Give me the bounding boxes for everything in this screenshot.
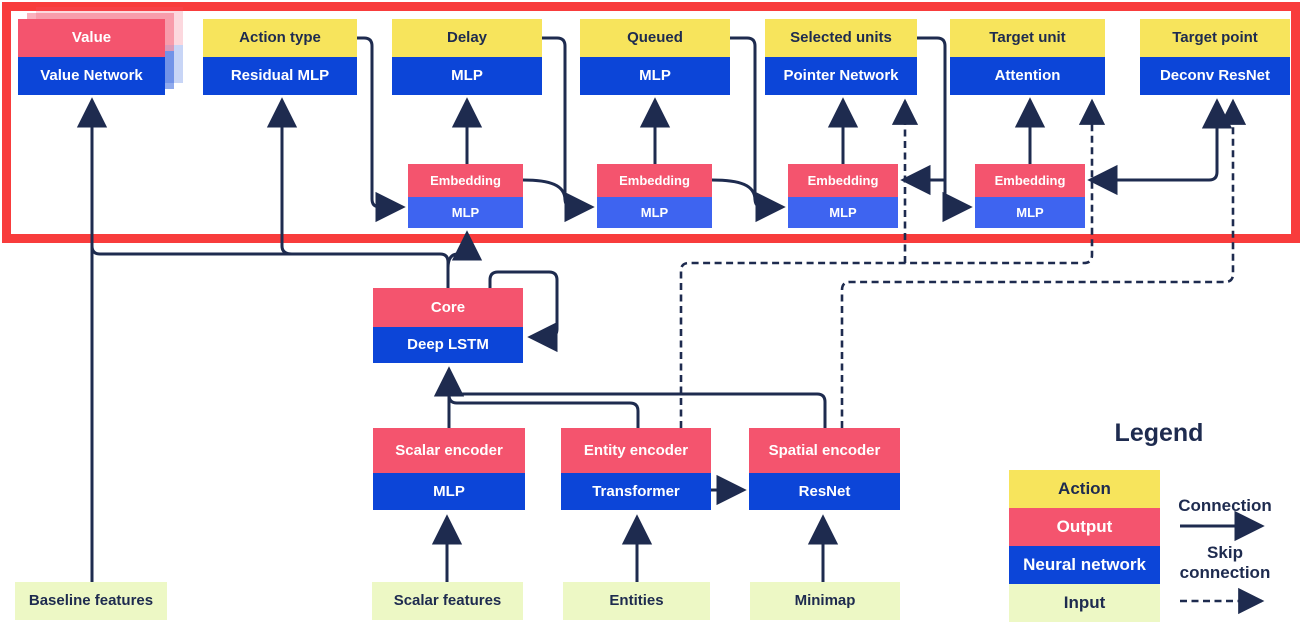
wire-actiontype-to-mlp1: [357, 36, 406, 223]
wire-queued-to-mlp3: [730, 36, 786, 223]
wire-delay-to-mlp2: [542, 36, 595, 223]
wire-emb4-to-deconv: [1140, 98, 1233, 182]
wire-emb2-out: [711, 178, 757, 201]
wire-core-loop: [488, 270, 559, 353]
wire-entityenc-to-core: [447, 394, 640, 428]
wire-selected-to-mlp4: [917, 36, 973, 223]
wire-core-fan-left: [90, 245, 450, 288]
wire-skip-spatial: [840, 98, 1247, 428]
wire-spatialenc-to-core: [447, 385, 827, 428]
highlight-box: [2, 2, 1300, 243]
wire-core-to-embedding1: [446, 230, 483, 269]
wire-core-to-actiontype: [266, 97, 298, 256]
wire-emb1-out: [522, 178, 567, 201]
